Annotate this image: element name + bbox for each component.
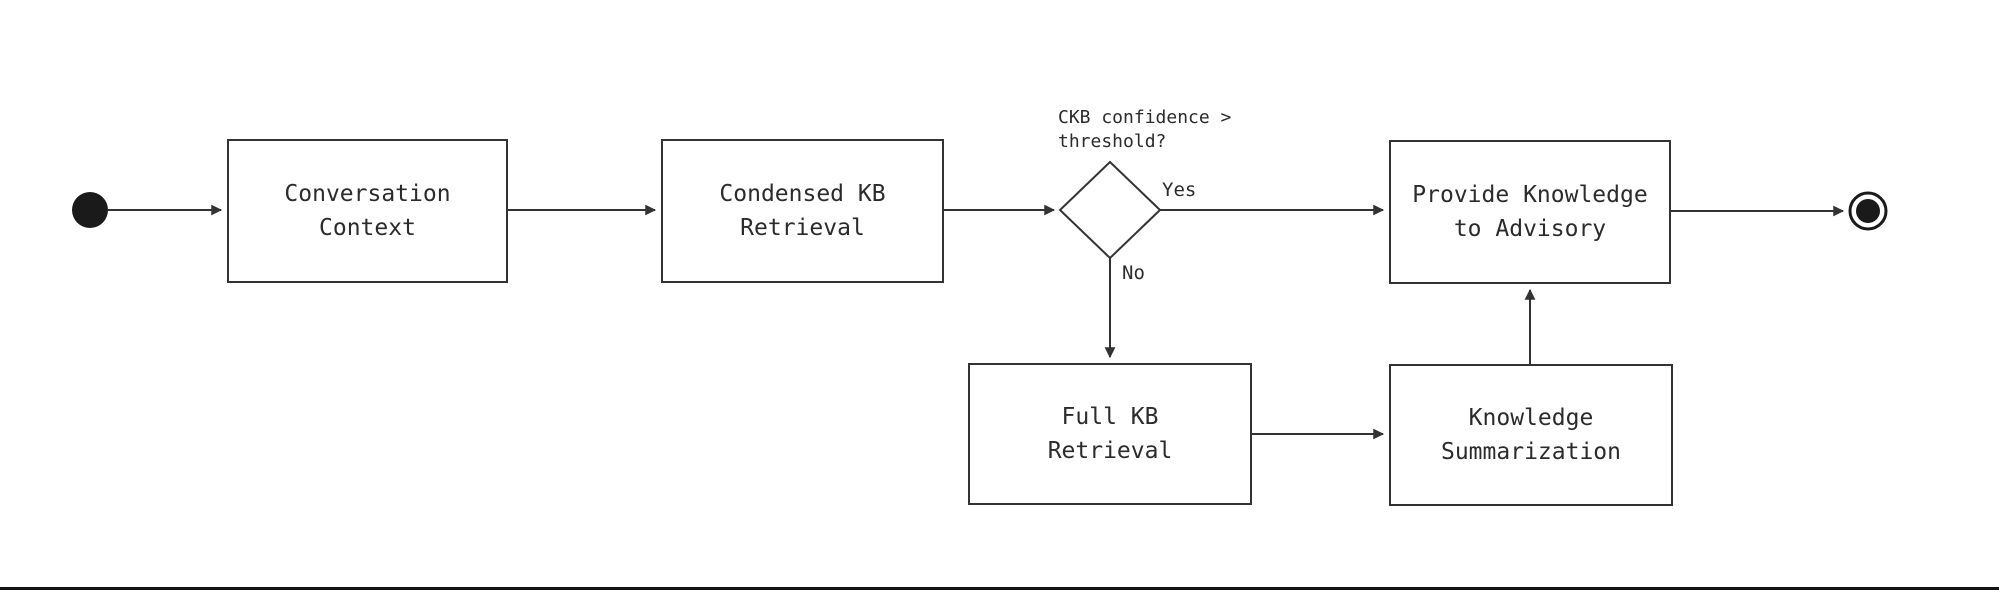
edge-label-yes: Yes [1162, 179, 1197, 201]
bottom-divider [0, 587, 1999, 590]
activity-conversation-context: Conversation Context [227, 139, 508, 283]
activity-provide-knowledge-to-advisory: Provide Knowledge to Advisory [1389, 140, 1671, 284]
activity-conversation-context-label: Conversation Context [284, 181, 451, 241]
activity-full-kb-retrieval-label: Full KB Retrieval [1047, 404, 1173, 464]
activity-knowledge-summarization-label: Knowledge Summarization [1440, 405, 1621, 465]
edge-label-no: No [1122, 262, 1145, 284]
end-node [1848, 191, 1888, 231]
decision-diamond [1058, 160, 1162, 260]
decision-condition-label: CKB confidence > threshold? [1058, 107, 1232, 152]
activity-full-kb-retrieval: Full KB Retrieval [968, 363, 1252, 505]
activity-condensed-kb-retrieval: Condensed KB Retrieval [661, 139, 944, 283]
activity-provide-knowledge-to-advisory-label: Provide Knowledge to Advisory [1412, 182, 1648, 242]
activity-knowledge-summarization: Knowledge Summarization [1389, 364, 1673, 506]
start-node [72, 192, 108, 228]
activity-condensed-kb-retrieval-label: Condensed KB Retrieval [719, 181, 886, 241]
